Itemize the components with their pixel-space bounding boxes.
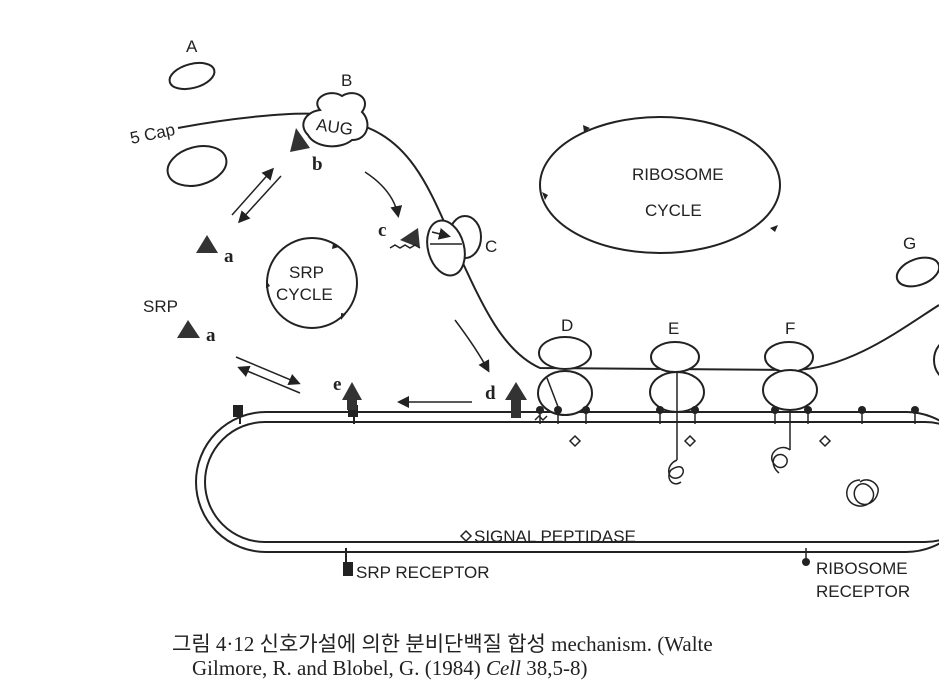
ribosome-subunit-large [166,145,228,187]
ribosome-receptors [536,406,919,424]
ribosome-g [895,256,939,288]
label-b-upper: B [341,71,352,90]
caption-journal: Cell [485,656,521,680]
figure-caption-line-1: 그림 4·12 신호가설에 의한 분비단백질 합성 mechanism. (Wa… [172,632,713,656]
label-g: G [903,234,916,253]
srp-receptor-icon [343,562,353,576]
mrna-strand [177,112,939,372]
label-a1: a [224,246,234,267]
ribosome-f [762,369,818,411]
label-b-lower: b [312,154,323,175]
ribosome-cycle [539,116,781,254]
srp-cycle-label-2: CYCLE [276,285,333,304]
ribosome-d [537,370,593,416]
label-d: D [561,316,573,335]
label-e-lower: e [333,374,341,395]
label-a2: a [206,325,216,346]
ribosome-cycle-label-2: CYCLE [645,201,702,220]
srp-cycle-label-1: SRP [289,263,324,282]
srp-triangle-b [290,128,310,152]
label-a: A [186,37,198,56]
srp-triangle-c [400,228,420,248]
srp-triangle-a2 [177,320,200,338]
ribosome-receptor-icon [802,558,810,566]
srp-arrow-e [342,382,362,410]
er-membrane-inner [204,421,939,543]
label-c: C [485,237,497,256]
figure-caption-line-2: Gilmore, R. and Blobel, G. (1984) Cell 3… [192,656,587,681]
ribosome-cycle-label-1: RIBOSOME [632,165,724,184]
signal-peptidase-diamonds [568,434,832,448]
label-5-cap: 5 Cap [128,120,176,148]
label-f: F [785,319,795,338]
srp-arrow-d [505,382,527,418]
label-d-lower: d [485,383,496,404]
label-srp: SRP [143,297,178,316]
aug-codon: AUG [315,115,354,139]
signal-peptidase-label: SIGNAL PEPTIDASE [474,527,636,546]
ribosome-c-small [426,219,466,277]
label-c-lower: c [378,220,386,241]
srp-triangle-a1 [196,235,218,253]
label-e: E [668,319,679,338]
ribosome-receptor-label-1: RIBOSOME [816,559,908,578]
srp-receptor-label: SRP RECEPTOR [356,563,490,582]
signal-peptidase-icon [459,529,473,543]
ribosome-b [302,92,369,148]
ribosome-receptor-label-2: RECEPTOR [816,582,910,601]
folded-protein [846,479,879,507]
ribosome-subunit-small [168,61,216,91]
caption-authors: Gilmore, R. and Blobel, G. (1984) [192,656,486,680]
caption-volume: 38,5-8) [520,656,588,680]
